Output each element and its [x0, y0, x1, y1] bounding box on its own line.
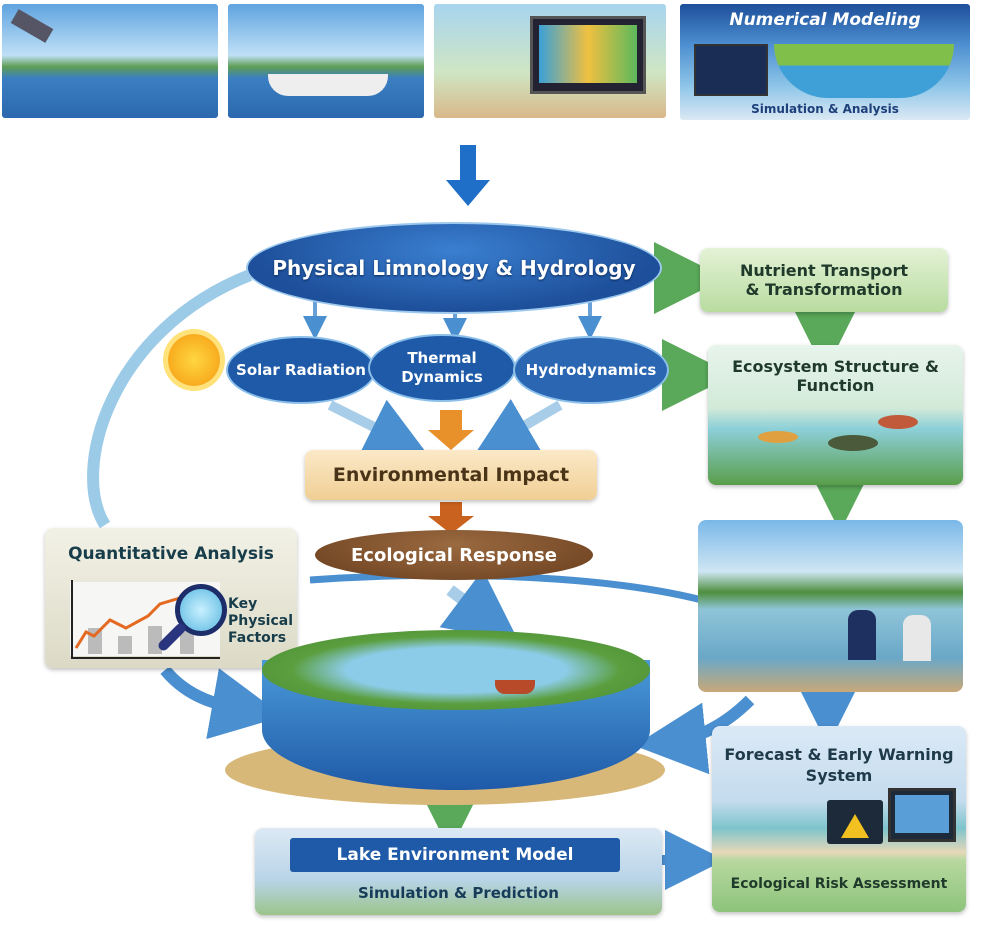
fish-icon [878, 415, 918, 429]
arrow-quant-to-lake [160, 666, 284, 740]
arrow-right-to-lake [634, 695, 755, 775]
environmental-impact-node: Environmental Impact [305, 450, 597, 500]
quantitative-analysis-title: Quantitative Analysis [68, 544, 274, 564]
fish-icon [758, 431, 798, 443]
researcher-figure [903, 615, 931, 661]
arrow-response-right [309, 571, 722, 609]
monitor-icon [888, 788, 956, 842]
ecosystem-structure-node: Ecosystem Structure & Function [708, 345, 963, 485]
sun-icon [168, 334, 220, 386]
thermal-dynamics-node: Thermal Dynamics [368, 334, 516, 402]
forecast-warning-node: Forecast & Early Warning System Ecologic… [712, 726, 966, 912]
ecological-risk-label: Ecological Risk Assessment [730, 876, 948, 892]
numerical-modeling-image: Numerical Modeling Simulation & Analysis [680, 4, 970, 120]
magnifier-icon [175, 584, 227, 636]
hydrodynamics-label: Hydrodynamics [525, 361, 657, 379]
arrow-response-down [428, 502, 474, 534]
nutrient-transport-node: Nutrient Transport & Transformation [700, 248, 948, 312]
hydrodynamics-node: Hydrodynamics [513, 336, 669, 404]
researcher-figure [848, 610, 876, 660]
lake-cross-section [774, 44, 954, 98]
down-arrow-main [446, 145, 490, 206]
arrow-impact-down [428, 410, 474, 450]
numerical-modeling-subtitle: Simulation & Analysis [751, 102, 899, 116]
nutrient-transport-label: Nutrient Transport & Transformation [740, 261, 909, 299]
satellite-icon [10, 9, 54, 43]
quantitative-analysis-panel: Quantitative Analysis Key Physical Facto… [45, 528, 297, 668]
data-analysis-image [434, 4, 666, 118]
computer-icon [694, 44, 768, 96]
physical-limnology-node: Physical Limnology & Hydrology [246, 222, 662, 314]
physical-limnology-label: Physical Limnology & Hydrology [272, 256, 636, 280]
ecological-response-label: Ecological Response [351, 544, 557, 566]
field-monitoring-image [698, 520, 963, 692]
ecological-response-node: Ecological Response [315, 530, 593, 580]
key-physical-factors-label: Key Physical Factors [228, 596, 294, 646]
solar-radiation-label: Solar Radiation [236, 360, 366, 379]
monitor-icon [530, 16, 646, 94]
numerical-modeling-title: Numerical Modeling [729, 10, 921, 30]
lake-environment-model-node: Lake Environment Model Simulation & Pred… [255, 828, 662, 915]
environmental-impact-label: Environmental Impact [332, 464, 570, 486]
lake-environment-model-subtitle: Simulation & Prediction [358, 884, 559, 902]
curve-arrow-left [87, 269, 253, 529]
solar-radiation-node: Solar Radiation [226, 336, 376, 404]
fish-icon [828, 435, 878, 451]
forecast-warning-title: Forecast & Early Warning System [724, 745, 954, 785]
boat-icon [268, 74, 388, 96]
field-sampling-image [228, 4, 424, 118]
boat-icon [495, 680, 535, 694]
arrow-to-impact-right [474, 398, 563, 456]
arrow-down-lake [439, 569, 519, 642]
thermal-dynamics-label: Thermal Dynamics [401, 349, 483, 386]
lake-surface [262, 630, 650, 710]
warning-icon [841, 814, 869, 838]
lake-environment-model-title: Lake Environment Model [290, 838, 620, 872]
satellite-lake-image [2, 4, 218, 118]
arrow-to-impact-left [327, 399, 427, 454]
warning-device [827, 800, 883, 844]
ecosystem-structure-label: Ecosystem Structure & Function [732, 357, 939, 395]
